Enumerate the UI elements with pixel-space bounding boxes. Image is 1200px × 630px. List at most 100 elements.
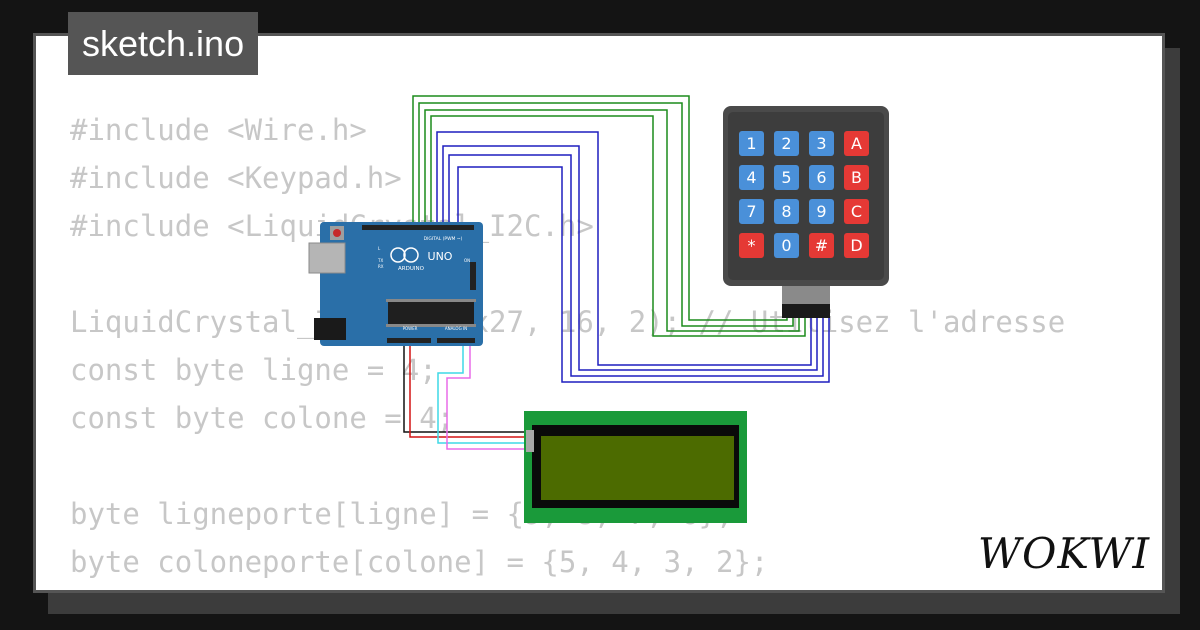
wire-green-3[interactable] bbox=[424, 109, 800, 332]
wokwi-logo: WOKWI bbox=[978, 529, 1151, 578]
key-label: 7 bbox=[746, 202, 756, 221]
arduino-model: UNO bbox=[428, 250, 453, 263]
key-cap bbox=[844, 199, 869, 224]
code-line-10: byte coloneporte[colone] = {5, 4, 3, 2}; bbox=[70, 545, 769, 579]
lcd-screen bbox=[541, 436, 734, 500]
key-label: 1 bbox=[746, 134, 756, 153]
key-3-1[interactable]: 0 bbox=[774, 233, 799, 258]
key-cap bbox=[809, 233, 834, 258]
key-cap bbox=[774, 233, 799, 258]
arduino-uno[interactable]: DIGITAL (PWM ~) UNO ARDUINO TX RX ON L P… bbox=[308, 222, 483, 346]
atmega-chip bbox=[388, 302, 474, 324]
tx-label: TX bbox=[377, 258, 383, 263]
power-jack bbox=[314, 318, 346, 340]
code-editor[interactable]: #include <Wire.h>#include <Keypad.h>#inc… bbox=[70, 106, 1132, 586]
key-1-3[interactable]: B bbox=[844, 165, 869, 190]
key-cap bbox=[774, 165, 799, 190]
key-label: # bbox=[815, 236, 828, 255]
usb-port bbox=[308, 242, 346, 274]
key-label: 3 bbox=[816, 134, 826, 153]
key-cap bbox=[739, 233, 764, 258]
arduino-logo-left bbox=[390, 247, 406, 263]
key-cap bbox=[809, 199, 834, 224]
key-label: 9 bbox=[816, 202, 826, 221]
key-cap bbox=[844, 165, 869, 190]
code-line-2: #include <Keypad.h> bbox=[70, 161, 402, 195]
key-2-3[interactable]: C bbox=[844, 199, 869, 224]
l-label: L bbox=[378, 246, 381, 251]
sketch-card: #include <Wire.h>#include <Keypad.h>#inc… bbox=[33, 33, 1165, 593]
key-cap bbox=[739, 165, 764, 190]
wire-blue-3[interactable] bbox=[448, 154, 824, 377]
wire-cyan-sda[interactable] bbox=[437, 340, 532, 444]
key-3-3[interactable]: D bbox=[844, 233, 869, 258]
key-cap bbox=[774, 131, 799, 156]
digital-header-right bbox=[412, 225, 474, 230]
keypad-row-wires bbox=[412, 95, 806, 337]
key-0-1[interactable]: 2 bbox=[774, 131, 799, 156]
wire-blue-2[interactable] bbox=[442, 145, 818, 371]
key-label: * bbox=[748, 236, 756, 255]
digital-label: DIGITAL (PWM ~) bbox=[424, 236, 463, 242]
lcd-16x2[interactable] bbox=[524, 411, 747, 523]
key-0-0[interactable]: 1 bbox=[739, 131, 764, 156]
digital-header-left bbox=[362, 225, 412, 230]
key-1-1[interactable]: 5 bbox=[774, 165, 799, 190]
rx-label: RX bbox=[378, 264, 384, 269]
chip-pins-top bbox=[386, 299, 476, 302]
key-label: 8 bbox=[781, 202, 791, 221]
wire-red-vcc[interactable] bbox=[409, 340, 532, 438]
wire-magenta-scl[interactable] bbox=[446, 340, 532, 450]
lcd-i2c-pins[interactable] bbox=[526, 430, 534, 452]
code-line-1: #include <Wire.h> bbox=[70, 113, 367, 147]
key-label: D bbox=[850, 236, 862, 255]
key-label: 5 bbox=[781, 168, 791, 187]
lcd-wires bbox=[403, 340, 532, 450]
key-cap bbox=[844, 233, 869, 258]
arduino-brand: ARDUINO bbox=[398, 266, 425, 272]
wire-green-2[interactable] bbox=[418, 102, 794, 327]
icsp-header bbox=[470, 262, 476, 290]
key-0-3[interactable]: A bbox=[844, 131, 869, 156]
wire-black-gnd[interactable] bbox=[403, 340, 532, 433]
wire-blue-4[interactable] bbox=[457, 166, 830, 383]
chip-pins-bottom bbox=[386, 324, 476, 327]
wire-green-1[interactable] bbox=[412, 95, 788, 321]
keypad-connector[interactable] bbox=[782, 304, 830, 318]
analog-header bbox=[437, 338, 475, 343]
key-1-2[interactable]: 6 bbox=[809, 165, 834, 190]
file-tab[interactable]: sketch.ino bbox=[68, 12, 259, 75]
key-0-2[interactable]: 3 bbox=[809, 131, 834, 156]
key-cap bbox=[809, 165, 834, 190]
key-cap bbox=[739, 199, 764, 224]
wokwi-logo-text: WOKWI bbox=[978, 529, 1151, 578]
arduino-logo-right bbox=[403, 247, 419, 263]
key-label: B bbox=[851, 168, 862, 187]
reset-button-cap bbox=[333, 229, 341, 237]
key-cap bbox=[844, 131, 869, 156]
key-2-1[interactable]: 8 bbox=[774, 199, 799, 224]
power-header bbox=[387, 338, 431, 343]
key-2-0[interactable]: 7 bbox=[739, 199, 764, 224]
key-label: 6 bbox=[816, 168, 826, 187]
on-label: ON bbox=[464, 258, 470, 263]
key-label: C bbox=[851, 202, 862, 221]
wire-blue-1[interactable] bbox=[436, 131, 812, 366]
key-cap bbox=[809, 131, 834, 156]
key-2-2[interactable]: 9 bbox=[809, 199, 834, 224]
key-cap bbox=[774, 199, 799, 224]
key-3-0[interactable]: * bbox=[739, 233, 764, 258]
analog-label: ANALOG IN bbox=[445, 326, 467, 331]
keypad-ribbon bbox=[782, 286, 830, 304]
key-label: 2 bbox=[781, 134, 791, 153]
key-label: 0 bbox=[781, 236, 791, 255]
key-1-0[interactable]: 4 bbox=[739, 165, 764, 190]
wire-green-4[interactable] bbox=[430, 115, 806, 337]
code-line-7: const byte colone = 4; bbox=[70, 401, 455, 435]
key-label: 4 bbox=[746, 168, 756, 187]
keypad-col-wires bbox=[436, 131, 830, 383]
key-3-2[interactable]: # bbox=[809, 233, 834, 258]
